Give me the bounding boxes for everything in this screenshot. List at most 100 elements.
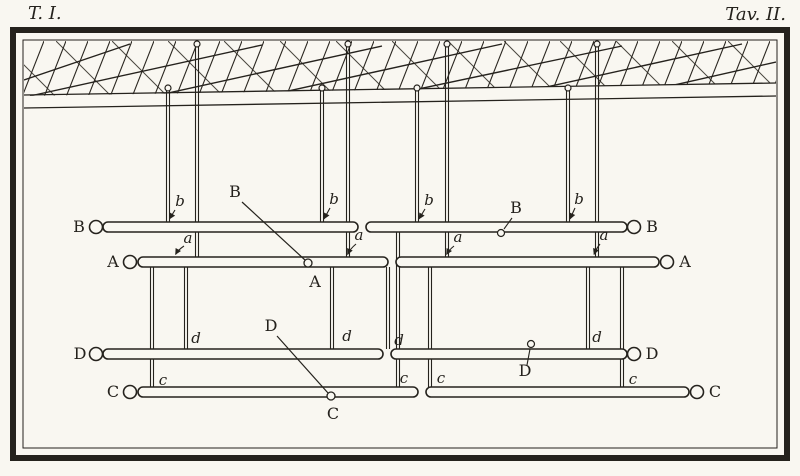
- lower-suspension-rods: [149, 232, 625, 387]
- ceiling-beam: [269, 43, 503, 96]
- attachment-label-a: a: [600, 226, 609, 244]
- bar-d-left-label: D: [74, 344, 87, 363]
- pointer-arrow: [175, 245, 185, 255]
- suspension-rod: [165, 90, 171, 222]
- suspension-rod: [329, 267, 335, 349]
- rod-eye: [593, 40, 601, 48]
- callout-b-to-a-left: B A: [229, 182, 321, 291]
- callout-b-label: B: [510, 198, 522, 217]
- callout-a-label: A: [308, 272, 321, 291]
- callout-leader-line: [503, 217, 513, 230]
- attachment-label-c: c: [437, 369, 446, 387]
- bar-b-right-label: B: [646, 217, 658, 236]
- bar-c-left-label: C: [107, 382, 119, 401]
- bar-c-right-ring: [689, 384, 705, 400]
- callout-hole: [496, 228, 506, 238]
- inner-frame-line: [22, 39, 778, 449]
- attachment-label-d: d: [394, 331, 404, 349]
- horizontal-bars: [88, 219, 705, 400]
- attachment-label-c: c: [629, 370, 638, 388]
- suspension-rod: [319, 90, 325, 222]
- fascia-line-upper: [23, 82, 777, 96]
- attachment-labels-a: a a a a: [175, 226, 609, 255]
- bar-d-right-segment: [390, 348, 628, 360]
- suspension-rod: [414, 90, 420, 222]
- callout-leader-line: [526, 348, 531, 366]
- callout-d-right: D: [519, 339, 536, 380]
- callout-hole: [526, 339, 536, 349]
- callout-leader-line: [241, 201, 306, 261]
- bar-d-left-segment: [102, 348, 384, 360]
- callout-b-right: B: [496, 198, 522, 238]
- bar-b-right-ring: [626, 219, 642, 235]
- callout-d-to-c-left: D C: [265, 316, 340, 423]
- attachment-label-b: b: [175, 192, 185, 210]
- ceiling-beam: [149, 45, 383, 96]
- attachment-labels-b: b b b b: [169, 190, 584, 220]
- pointer-arrow: [346, 243, 357, 255]
- bar-a-right-ring: [659, 254, 675, 270]
- pointer-arrows-a: [175, 243, 601, 255]
- rod-top-eyes: [164, 40, 601, 92]
- bar-c-right-label: C: [709, 382, 721, 401]
- attachment-label-a: a: [454, 228, 463, 246]
- attachment-label-a: a: [184, 229, 193, 247]
- bar-a-left-segment: [137, 256, 389, 268]
- outer-frame: [10, 27, 790, 461]
- suspension-rod: [183, 267, 189, 349]
- pointer-arrow: [323, 207, 331, 220]
- suspension-rod: [427, 267, 433, 387]
- bar-end-letters: B B A A D D C C: [73, 217, 721, 401]
- bar-c-left-segment: [137, 386, 419, 398]
- callout-b-label: B: [229, 182, 241, 201]
- rod-eye: [164, 84, 172, 92]
- suspension-rod: [149, 267, 155, 387]
- bar-c-left-ring: [122, 384, 138, 400]
- pointer-arrow: [569, 207, 576, 220]
- plate-number-right: Tav. II.: [725, 4, 786, 25]
- rod-eye: [193, 40, 201, 48]
- bar-b-right-segment: [365, 221, 628, 233]
- ceiling-beam: [24, 43, 131, 81]
- rod-eye: [344, 40, 352, 48]
- bar-b-left-label: B: [73, 217, 85, 236]
- bar-a-left-label: A: [106, 252, 119, 271]
- ceiling-beam: [389, 45, 623, 96]
- attachment-label-b: b: [574, 190, 584, 208]
- callout-c-label: C: [327, 404, 339, 423]
- attachment-label-d: d: [592, 328, 602, 346]
- attachment-labels-d: d d d d: [191, 327, 602, 349]
- attachment-label-a: a: [355, 226, 364, 244]
- callout-d-label: D: [519, 361, 532, 380]
- pointer-arrow: [593, 243, 601, 255]
- pointer-arrow: [418, 208, 426, 220]
- fascia-line-lower: [23, 95, 777, 109]
- suspension-rod: [395, 232, 401, 387]
- suspension-rod: [585, 267, 591, 349]
- attachment-label-b: b: [424, 191, 434, 209]
- suspension-rod: [565, 90, 571, 222]
- callout-leader-line: [276, 335, 329, 394]
- rod-eye: [564, 84, 572, 92]
- bar-d-right-label: D: [646, 344, 659, 363]
- attachment-label-b: b: [329, 190, 339, 208]
- rod-eye: [443, 40, 451, 48]
- pointer-arrows-b: [169, 207, 576, 220]
- callout-hole: [303, 258, 313, 268]
- bar-b-left-ring: [88, 219, 104, 235]
- attachment-label-d: d: [191, 329, 201, 347]
- callout-hole: [326, 391, 336, 401]
- callout-d-label: D: [265, 316, 278, 335]
- attachment-label-d: d: [342, 327, 352, 345]
- pointer-arrow: [446, 245, 455, 255]
- bar-d-right-ring: [626, 346, 642, 362]
- attachment-labels-c: c c c c: [159, 369, 638, 389]
- rod-eye: [318, 84, 326, 92]
- rod-eye: [413, 84, 421, 92]
- ceiling-fascia: [23, 82, 777, 109]
- bar-a-right-segment: [395, 256, 660, 268]
- plate-number-left: T. I.: [28, 3, 62, 24]
- bar-d-left-ring: [88, 346, 104, 362]
